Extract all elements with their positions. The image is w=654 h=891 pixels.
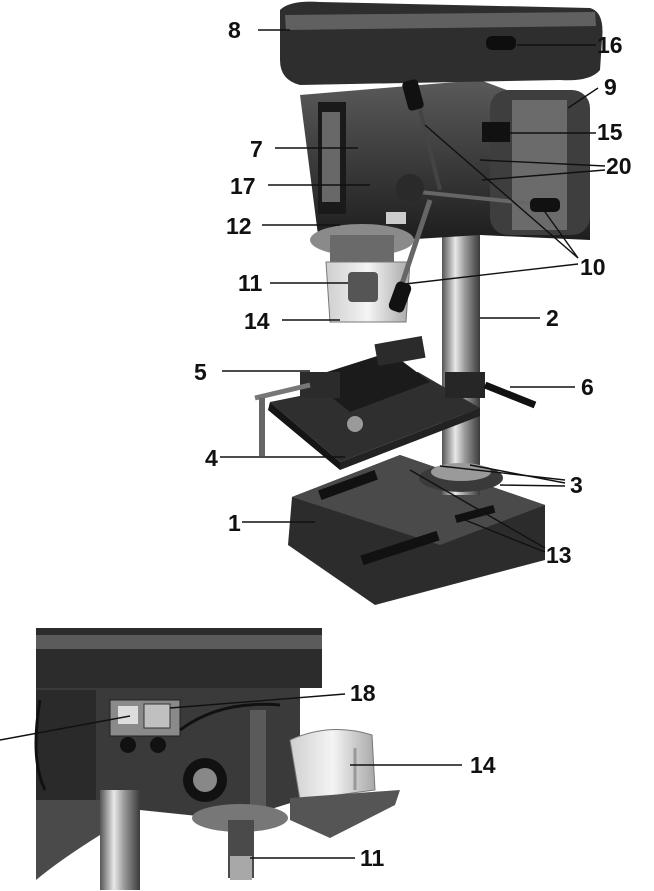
callout-lower-14: 14 <box>470 752 496 778</box>
callout-9: 9 <box>604 74 617 100</box>
callout-16: 16 <box>597 32 623 58</box>
feed-handles <box>388 79 560 313</box>
leader-lines-lower <box>0 693 462 859</box>
callout-6: 6 <box>581 374 594 400</box>
callout-lower-18: 18 <box>350 680 376 706</box>
spindle-part <box>310 212 414 323</box>
detached-chuck-guard <box>289 729 400 838</box>
callout-13: 13 <box>546 542 572 568</box>
callout-12: 12 <box>226 213 252 239</box>
callout-11: 11 <box>238 270 263 296</box>
upper-drill-press <box>220 1 606 605</box>
callout-7: 7 <box>250 136 263 162</box>
callout-5: 5 <box>194 359 207 385</box>
callout-1: 1 <box>228 510 241 536</box>
base-part <box>288 455 545 605</box>
callout-20: 20 <box>606 153 632 179</box>
callout-lower-11: 11 <box>360 845 385 871</box>
belt-cover-part <box>280 1 603 86</box>
column-part <box>442 195 480 495</box>
callout-15: 15 <box>597 119 623 145</box>
lower-detail-view <box>0 628 462 890</box>
leader-lines-upper <box>220 29 606 553</box>
callout-4: 4 <box>205 445 218 471</box>
callout-14: 14 <box>244 308 270 334</box>
vice-part <box>254 335 430 456</box>
callout-2: 2 <box>546 305 559 331</box>
callout-8: 8 <box>228 17 241 43</box>
callout-3: 3 <box>570 472 583 498</box>
callout-10: 10 <box>580 254 606 280</box>
callout-17: 17 <box>230 173 256 199</box>
head-part <box>300 80 590 240</box>
